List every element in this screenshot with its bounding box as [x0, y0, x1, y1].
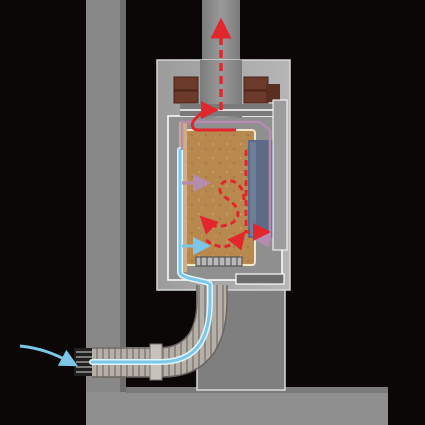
ash-pan — [235, 273, 285, 285]
floor-slab — [86, 392, 388, 425]
glass-highlight — [250, 142, 256, 236]
outside-air-inlet-arrow — [19, 344, 78, 367]
combustion-flow-top — [190, 101, 236, 132]
combustion-lower-left — [205, 230, 246, 251]
combustion-flow-right — [244, 150, 271, 241]
masonry-wall — [86, 0, 126, 392]
top-bricks — [173, 76, 280, 104]
grate — [195, 256, 243, 267]
wall-shadow — [120, 0, 126, 392]
combustion-swirl — [199, 179, 246, 235]
cold-airflow-core — [90, 148, 212, 364]
door-frame — [272, 99, 288, 251]
